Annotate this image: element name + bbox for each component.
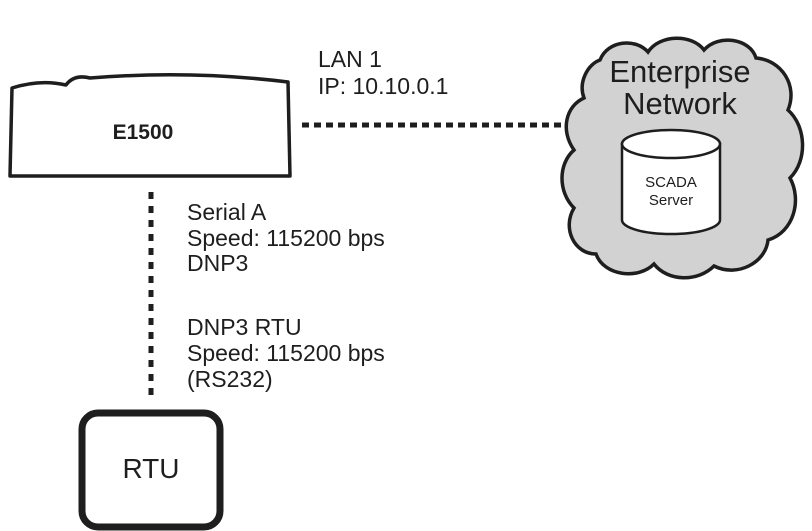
database-cylinder-top <box>620 128 722 160</box>
rtu-box <box>78 409 224 531</box>
scada-server-label-line1: SCADA <box>645 174 697 191</box>
lan-label-line2: IP: 10.10.0.1 <box>318 73 448 99</box>
e1500-label: E1500 <box>113 121 174 144</box>
database-cylinder-icon <box>620 142 722 236</box>
scada-server: SCADA Server <box>620 128 722 236</box>
dnp3-rtu-label-line3: (RS232) <box>187 366 273 392</box>
serial-a-label-line1: Serial A <box>187 199 267 225</box>
enterprise-network-label-line2: Network <box>623 86 737 121</box>
dnp3-rtu-label: DNP3 RTU Speed: 115200 bps (RS232) <box>187 314 385 392</box>
serial-a-label-line2: Speed: 115200 bps <box>187 225 385 251</box>
lan-label-line1: LAN 1 <box>318 46 382 72</box>
e1500-device: E1500 <box>8 73 292 178</box>
enterprise-network-label-line1: Enterprise <box>609 54 750 89</box>
scada-server-label-line2: Server <box>649 192 693 209</box>
serial-a-label: Serial A Speed: 115200 bps DNP3 <box>187 199 385 276</box>
dnp3-rtu-label-line2: Speed: 115200 bps <box>187 340 385 366</box>
dnp3-rtu-label-line1: DNP3 RTU <box>187 314 302 340</box>
lan-label: LAN 1 IP: 10.10.0.1 <box>318 46 448 99</box>
rtu-device: RTU <box>78 409 224 531</box>
serial-a-label-line3: DNP3 <box>187 250 248 276</box>
e1500-box <box>8 73 292 178</box>
rtu-label: RTU <box>122 453 179 484</box>
